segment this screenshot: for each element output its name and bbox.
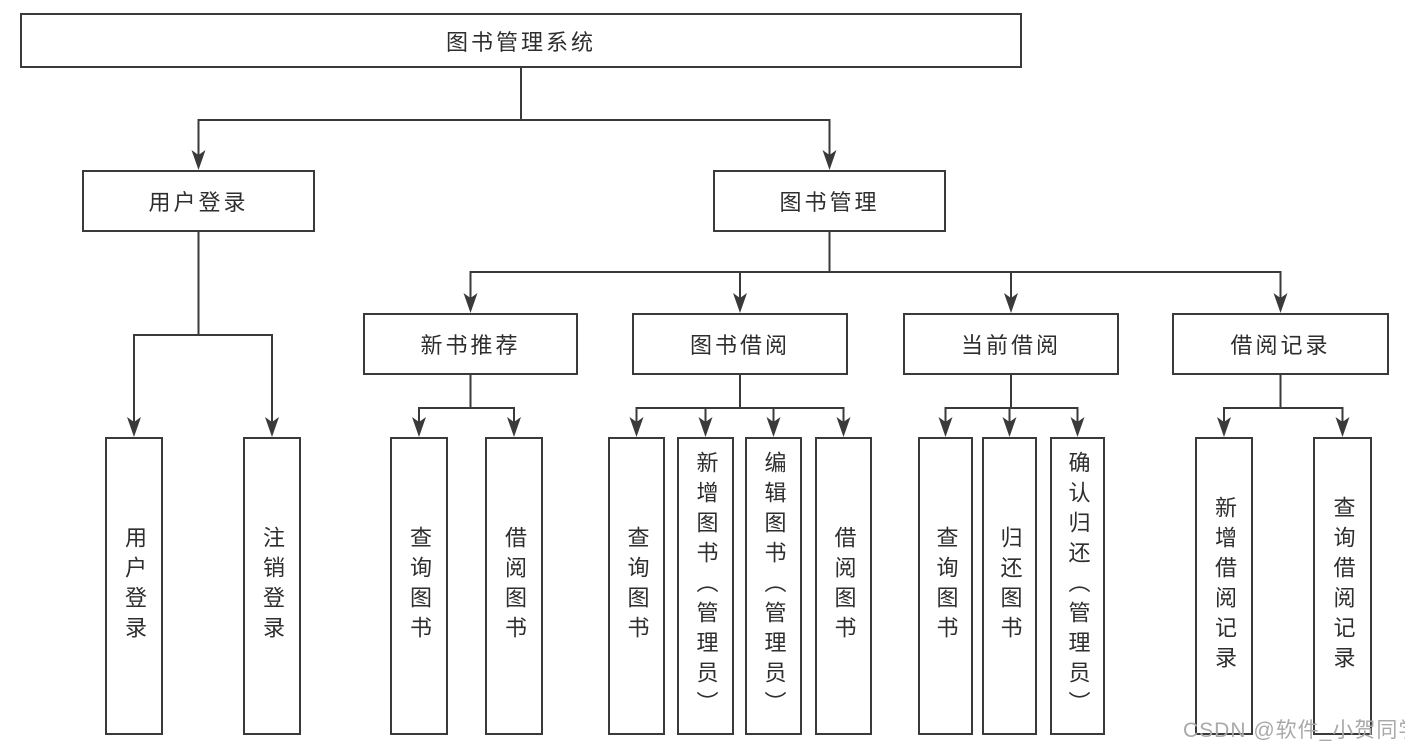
arrowhead-icon xyxy=(1002,417,1017,437)
node-book-mgmt: 图书管理 xyxy=(713,170,946,232)
arrowhead-icon xyxy=(1335,417,1350,437)
node-leaf-query-book-1: 查询图书 xyxy=(390,437,448,735)
node-label-leaf-edit-book: 编辑图书（管理员） xyxy=(761,451,787,721)
node-label-leaf-add-book: 新增图书（管理员） xyxy=(693,451,719,721)
node-label-leaf-query-book-2: 查询图书 xyxy=(624,526,650,646)
arrowhead-icon xyxy=(733,293,747,313)
node-leaf-return-book: 归还图书 xyxy=(982,437,1037,735)
arrowhead-icon xyxy=(507,417,521,437)
arrowhead-icon xyxy=(766,417,781,437)
node-label-current-borrow: 当前借阅 xyxy=(960,333,1061,358)
node-label-user-login: 用户登录 xyxy=(148,190,249,215)
node-label-leaf-add-record: 新增借阅记录 xyxy=(1212,496,1237,676)
node-label-book-mgmt: 图书管理 xyxy=(779,190,880,215)
node-label-leaf-confirm-return: 确认归还（管理员） xyxy=(1065,451,1091,721)
node-leaf-user-login: 用户登录 xyxy=(105,437,163,735)
node-label-leaf-user-login: 用户登录 xyxy=(122,526,147,646)
arrowhead-icon xyxy=(836,417,851,437)
node-label-book-borrow: 图书借阅 xyxy=(689,333,790,358)
node-borrow-record: 借阅记录 xyxy=(1172,313,1389,375)
arrowhead-icon xyxy=(1070,417,1085,437)
arrowhead-icon xyxy=(412,417,426,437)
node-user-login: 用户登录 xyxy=(82,170,315,232)
node-leaf-edit-book: 编辑图书（管理员） xyxy=(745,437,802,735)
node-leaf-logout: 注销登录 xyxy=(243,437,301,735)
arrowhead-icon xyxy=(1217,417,1231,437)
node-leaf-query-book-3: 查询图书 xyxy=(918,437,973,735)
node-leaf-query-record: 查询借阅记录 xyxy=(1313,437,1372,735)
node-leaf-confirm-return: 确认归还（管理员） xyxy=(1050,437,1105,735)
node-book-borrow: 图书借阅 xyxy=(632,313,848,375)
node-leaf-query-book-2: 查询图书 xyxy=(608,437,665,735)
node-label-leaf-query-book-1: 查询图书 xyxy=(407,526,432,646)
node-label-new-book-rec: 新书推荐 xyxy=(420,333,521,358)
node-label-leaf-return-book: 归还图书 xyxy=(997,526,1023,646)
arrowhead-icon xyxy=(463,293,478,313)
node-label-leaf-logout: 注销登录 xyxy=(260,526,285,646)
node-current-borrow: 当前借阅 xyxy=(903,313,1119,375)
node-label-leaf-query-book-3: 查询图书 xyxy=(933,526,959,646)
arrowhead-icon xyxy=(938,417,953,437)
arrowhead-icon xyxy=(1273,293,1288,313)
node-leaf-add-record: 新增借阅记录 xyxy=(1195,437,1253,735)
arrowhead-icon xyxy=(629,417,644,437)
arrowhead-icon xyxy=(698,417,713,437)
node-label-root: 图书管理系统 xyxy=(445,29,596,55)
arrowhead-icon xyxy=(1004,293,1018,313)
arrowhead-icon xyxy=(127,417,141,437)
node-new-book-rec: 新书推荐 xyxy=(363,313,578,375)
arrowhead-icon xyxy=(822,150,837,170)
arrowhead-icon xyxy=(191,150,206,170)
node-label-borrow-record: 借阅记录 xyxy=(1230,333,1331,358)
node-label-leaf-borrow-book-2: 借阅图书 xyxy=(831,526,857,646)
node-leaf-add-book: 新增图书（管理员） xyxy=(677,437,734,735)
node-label-leaf-borrow-book-1: 借阅图书 xyxy=(502,526,527,646)
node-leaf-borrow-book-2: 借阅图书 xyxy=(815,437,872,735)
watermark-text: CSDN @软件_小贺同学 xyxy=(1183,719,1405,742)
node-label-leaf-query-record: 查询借阅记录 xyxy=(1330,496,1356,676)
node-leaf-borrow-book-1: 借阅图书 xyxy=(485,437,543,735)
arrowhead-icon xyxy=(265,417,279,437)
node-root: 图书管理系统 xyxy=(20,13,1022,68)
